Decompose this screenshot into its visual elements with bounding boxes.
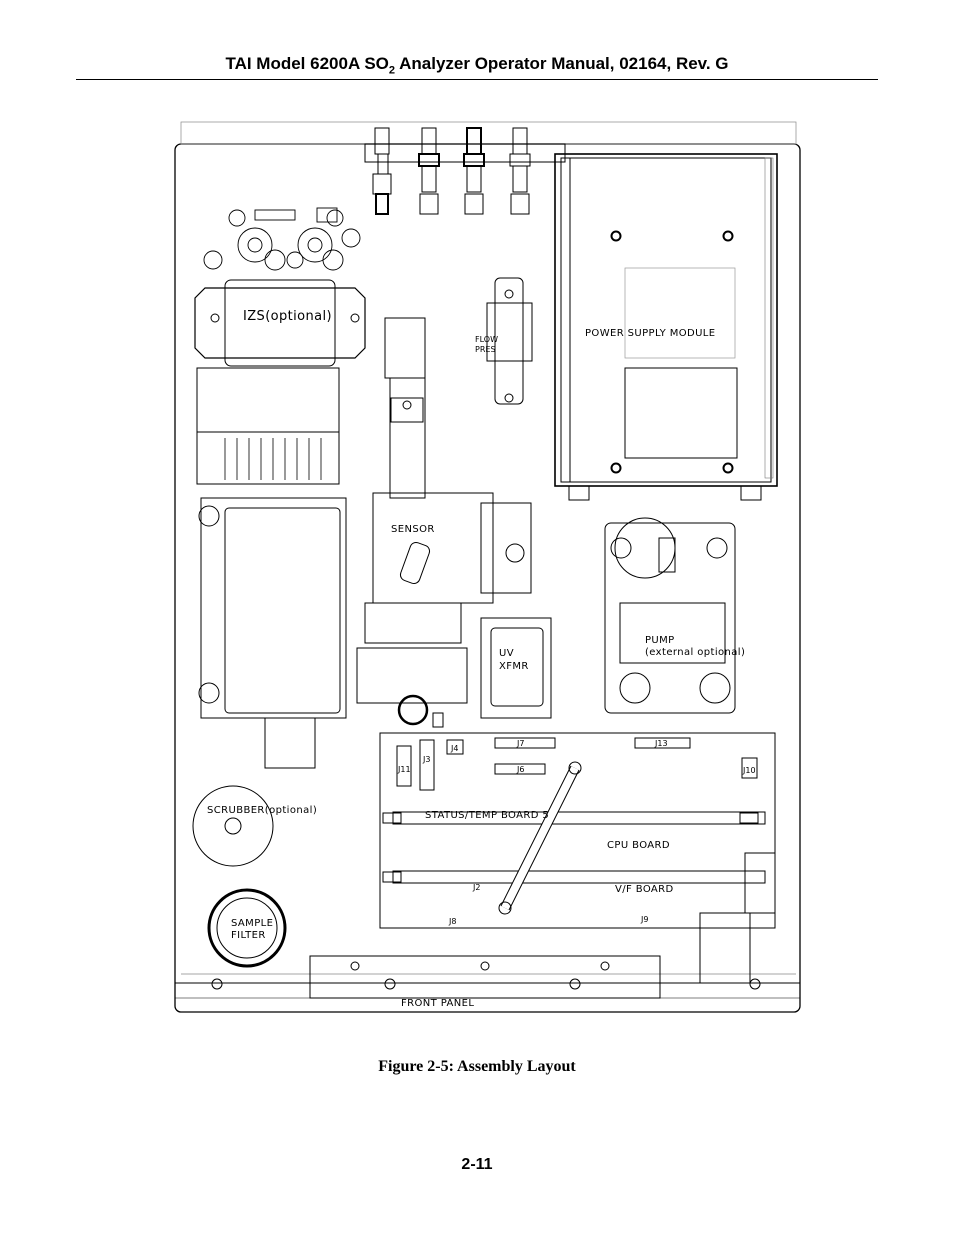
sensor-module: SENSOR	[356, 492, 532, 728]
label-j9: J9	[640, 915, 648, 924]
label-pump-optional: (external optional)	[645, 647, 745, 658]
label-sensor: SENSOR	[391, 524, 435, 535]
header-title-suffix: Analyzer Operator Manual, 02164, Rev. G	[395, 54, 729, 73]
label-j6: J6	[516, 765, 524, 774]
chassis-outline	[174, 143, 801, 1013]
label-vf-board: V/F BOARD	[615, 884, 674, 895]
label-j8: J8	[448, 917, 456, 926]
pump-assembly: PUMP (external optional)	[604, 517, 745, 714]
label-status-temp: STATUS/TEMP BOARD 5	[425, 810, 549, 821]
reaction-cell-column	[384, 317, 426, 499]
label-scrubber: SCRUBBER(optional)	[207, 805, 317, 816]
label-pump: PUMP	[645, 635, 675, 646]
header-title-prefix: TAI Model 6200A SO	[225, 54, 389, 73]
header-title-subscript: 2	[388, 64, 396, 77]
page-number: 2-11	[461, 1156, 493, 1173]
label-j3: J3	[422, 755, 430, 764]
pcb-stack: STATUS/TEMP BOARD 5 CPU BOARD V/F BOARD …	[379, 732, 776, 929]
label-j10: J10	[742, 766, 756, 775]
label-izs: IZS(optional)	[243, 309, 332, 324]
uv-transformer: UV XFMR	[480, 617, 552, 719]
label-j13: J13	[654, 739, 668, 748]
figure-caption: Figure 2-5: Assembly Layout	[378, 1058, 576, 1075]
page-header: TAI Model 6200A SO2 Analyzer Operator Ma…	[76, 54, 878, 76]
label-sample: SAMPLE	[231, 918, 273, 929]
scrubber: SCRUBBER(optional)	[192, 785, 317, 867]
rear-panel-fittings	[364, 127, 566, 215]
label-xfmr: XFMR	[499, 661, 529, 672]
sample-filter: SAMPLE FILTER	[207, 888, 287, 968]
assembly-layout-drawing: POWER SUPPLY MODULE IZS(optional) FLOW P…	[165, 118, 815, 1023]
label-j4: J4	[450, 744, 458, 753]
flow-pressure-sensor: FLOW PRES	[475, 277, 533, 405]
label-cpu-board: CPU BOARD	[607, 840, 670, 851]
izs-valve-cluster	[203, 207, 361, 271]
heatsink-assembly	[196, 367, 347, 769]
header-rule	[76, 79, 878, 80]
label-power-supply: POWER SUPPLY MODULE	[585, 328, 716, 339]
label-pres: PRES	[475, 345, 496, 354]
label-j11: J11	[397, 765, 411, 774]
label-flow: FLOW	[475, 335, 498, 344]
power-supply-module: POWER SUPPLY MODULE	[554, 153, 778, 501]
label-j2: J2	[472, 883, 480, 892]
label-filter: FILTER	[231, 930, 266, 941]
label-uv: UV	[499, 648, 514, 659]
label-j7: J7	[516, 739, 524, 748]
izs-module: IZS(optional)	[194, 279, 366, 367]
front-panel-rail: FRONT PANEL	[211, 912, 761, 1009]
label-front-panel: FRONT PANEL	[401, 998, 474, 1009]
